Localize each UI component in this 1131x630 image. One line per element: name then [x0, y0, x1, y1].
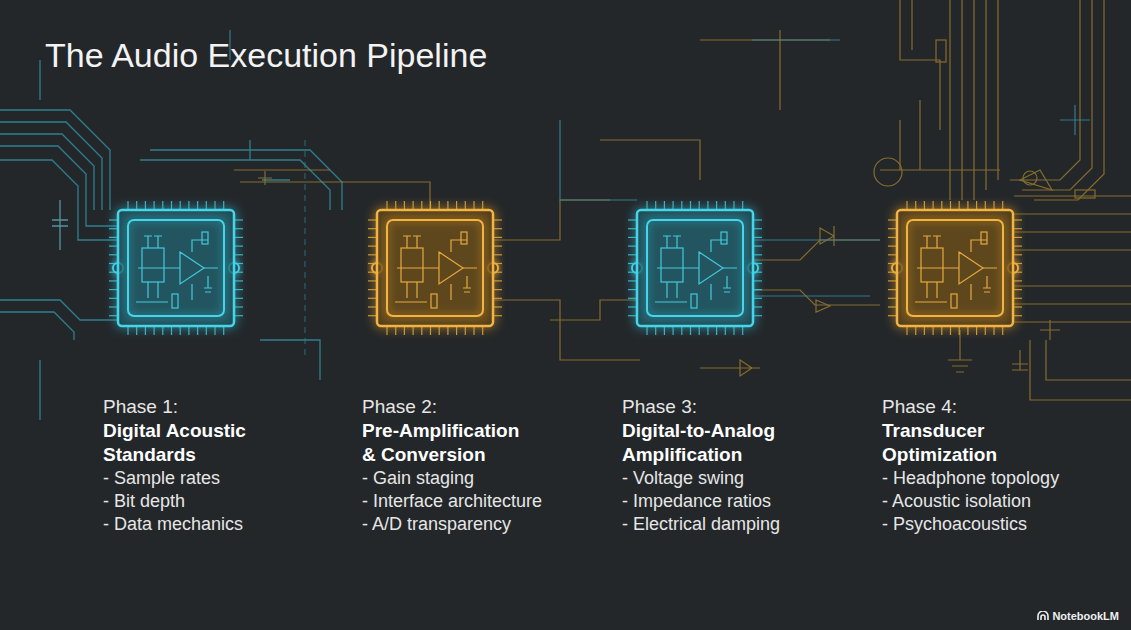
chip-node: Phase 1:Digital Acoustic Standards- Samp… [118, 210, 234, 326]
bullet-item: - Gain staging [362, 467, 562, 490]
signal-line [493, 267, 637, 270]
signal-line-start [0, 267, 118, 270]
bullet-item: - Headphone topology [882, 467, 1082, 490]
phase-number: Phase 3: [622, 395, 822, 419]
phase-number: Phase 1: [103, 395, 303, 419]
bullet-item: - Bit depth [103, 490, 303, 513]
bullet-item: - A/D transparency [362, 513, 562, 536]
phase-text: Phase 4:Transducer Optimization- Headpho… [882, 395, 1082, 536]
phase-title: Pre-Amplification & Conversion [362, 419, 532, 467]
phase-text: Phase 3:Digital-to-Analog Amplification-… [622, 395, 822, 536]
signal-line [234, 267, 377, 270]
bullet-item: - Sample rates [103, 467, 303, 490]
phase-number: Phase 4: [882, 395, 1082, 419]
chip-symbol [883, 196, 1027, 340]
watermark: NotebookLM [1037, 610, 1119, 622]
bullet-item: - Voltage swing [622, 467, 822, 490]
chip-node: Phase 4:Transducer Optimization- Headpho… [897, 210, 1013, 326]
chip-node: Phase 2:Pre-Amplification & Conversion- … [377, 210, 493, 326]
bullet-item: - Acoustic isolation [882, 490, 1082, 513]
bullet-item: - Impedance ratios [622, 490, 822, 513]
bullet-item: - Electrical damping [622, 513, 822, 536]
watermark-text: NotebookLM [1052, 610, 1119, 622]
phase-title: Digital-to-Analog Amplification [622, 419, 792, 467]
page-title: The Audio Execution Pipeline [45, 36, 487, 75]
bullet-item: - Data mechanics [103, 513, 303, 536]
phase-title: Transducer Optimization [882, 419, 1052, 467]
chip-node: Phase 3:Digital-to-Analog Amplification-… [637, 210, 753, 326]
signal-line-end [1013, 267, 1131, 270]
signal-line [753, 267, 897, 270]
watermark-icon [1037, 611, 1049, 621]
chip-symbol [104, 196, 248, 340]
phase-title: Digital Acoustic Standards [103, 419, 273, 467]
bullet-item: - Psychoacoustics [882, 513, 1082, 536]
chip-symbol [623, 196, 767, 340]
chip-symbol [363, 196, 507, 340]
left-traces [0, 60, 342, 420]
phase-number: Phase 2: [362, 395, 562, 419]
phase-text: Phase 2:Pre-Amplification & Conversion- … [362, 395, 562, 536]
phase-text: Phase 1:Digital Acoustic Standards- Samp… [103, 395, 303, 536]
bullet-item: - Interface architecture [362, 490, 562, 513]
